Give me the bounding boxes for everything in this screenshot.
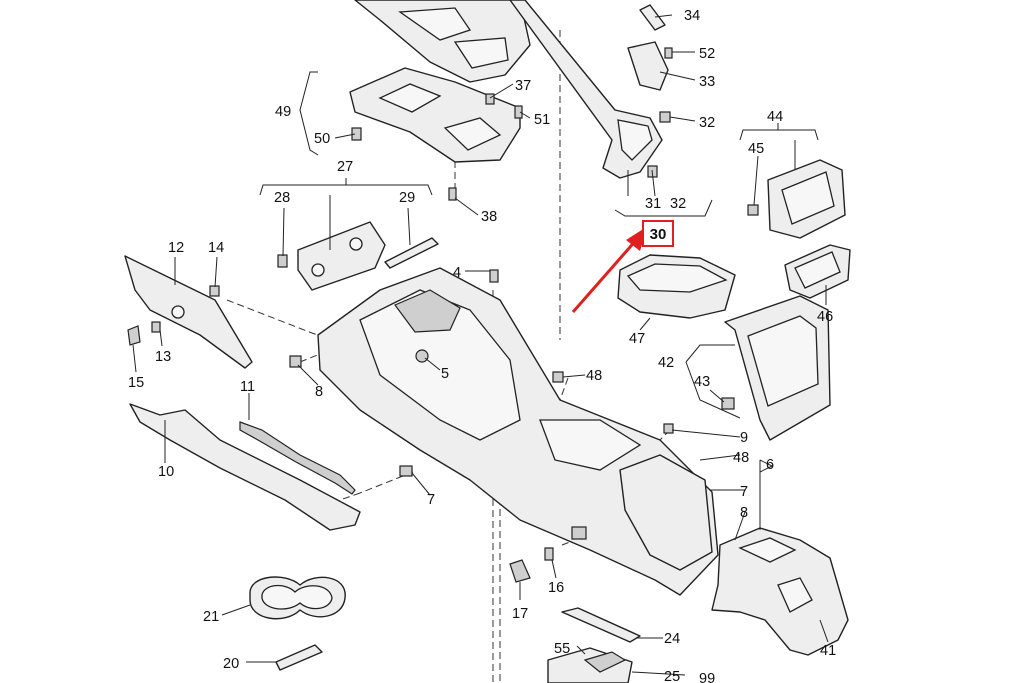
callout-32: 32 [699,115,715,131]
pillar-trim-part-31 [509,0,663,179]
mount-bracket-part-41 [711,527,849,656]
screw-part-16 [544,547,554,561]
callout-28: 28 [274,190,290,206]
callout-41: 41 [820,643,836,659]
callout-38: 38 [481,209,497,225]
callout-50: 50 [314,131,330,147]
lower-trim-part-10 [129,403,361,531]
callout-6: 6 [766,457,774,473]
callout-99: 99 [699,671,715,683]
callout-14: 14 [208,240,224,256]
callout-48-lower: 48 [733,450,749,466]
callout-30-highlight[interactable]: 30 [642,220,674,247]
strip-part-29 [384,237,439,269]
module-part-27 [277,221,386,291]
callout-11: 11 [240,379,255,395]
callout-42: 42 [658,355,674,371]
armrest-lid-part-47 [617,254,736,319]
callout-16: 16 [548,580,564,596]
callout-24: 24 [664,631,680,647]
callout-52: 52 [699,46,715,62]
callout-34: 34 [684,8,700,24]
callout-5: 5 [441,366,449,382]
callout-31: 31 [645,196,661,212]
callout-37: 37 [515,78,531,94]
callout-27: 27 [337,159,353,175]
clip-part-33 [627,41,669,91]
callout-25: 25 [664,669,680,683]
side-trim-part-12 [124,255,253,369]
callout-8-right: 8 [740,505,748,521]
callout-32-lower: 32 [670,196,686,212]
callout-47: 47 [629,331,645,347]
callout-46: 46 [817,309,833,325]
callout-21: 21 [203,609,219,625]
callout-labels: 34 52 33 32 37 51 38 49 50 27 28 29 12 1… [128,8,836,683]
rear-vent-part-44 [747,159,846,239]
callout-15: 15 [128,375,144,391]
rear-panel-part-42 [721,295,831,441]
callout-4: 4 [453,265,461,281]
callout-9: 9 [740,430,748,446]
cover-part-34 [639,4,666,31]
upper-bracket-part-49 [349,67,521,163]
callout-17: 17 [512,606,528,622]
callout-7: 7 [427,492,435,508]
outlet-part-46 [784,244,851,299]
leader-lines [132,14,829,676]
callout-55: 55 [554,641,570,657]
callout-7-right: 7 [740,484,748,500]
callout-43: 43 [694,374,710,390]
callout-48: 48 [586,368,602,384]
callout-8: 8 [315,384,323,400]
callout-label-30: 30 [650,226,667,243]
callout-45: 45 [748,141,764,157]
callout-29: 29 [399,190,415,206]
cap-part-17 [509,559,531,583]
callout-20: 20 [223,656,239,672]
callout-10: 10 [158,464,174,480]
insert-part-55 [547,647,633,683]
shift-trim-frame-part [354,0,531,83]
cup-mat-part-21 [249,576,346,620]
main-console-body [317,267,719,596]
clip-strip-part-11 [239,421,356,495]
callout-49: 49 [275,104,291,120]
callout-51: 51 [534,112,550,128]
callout-44: 44 [767,109,783,125]
pad-part-20 [275,644,323,671]
tray-part-24 [561,607,641,643]
callout-12: 12 [168,240,184,256]
callout-33: 33 [699,74,715,90]
callout-13: 13 [155,349,171,365]
